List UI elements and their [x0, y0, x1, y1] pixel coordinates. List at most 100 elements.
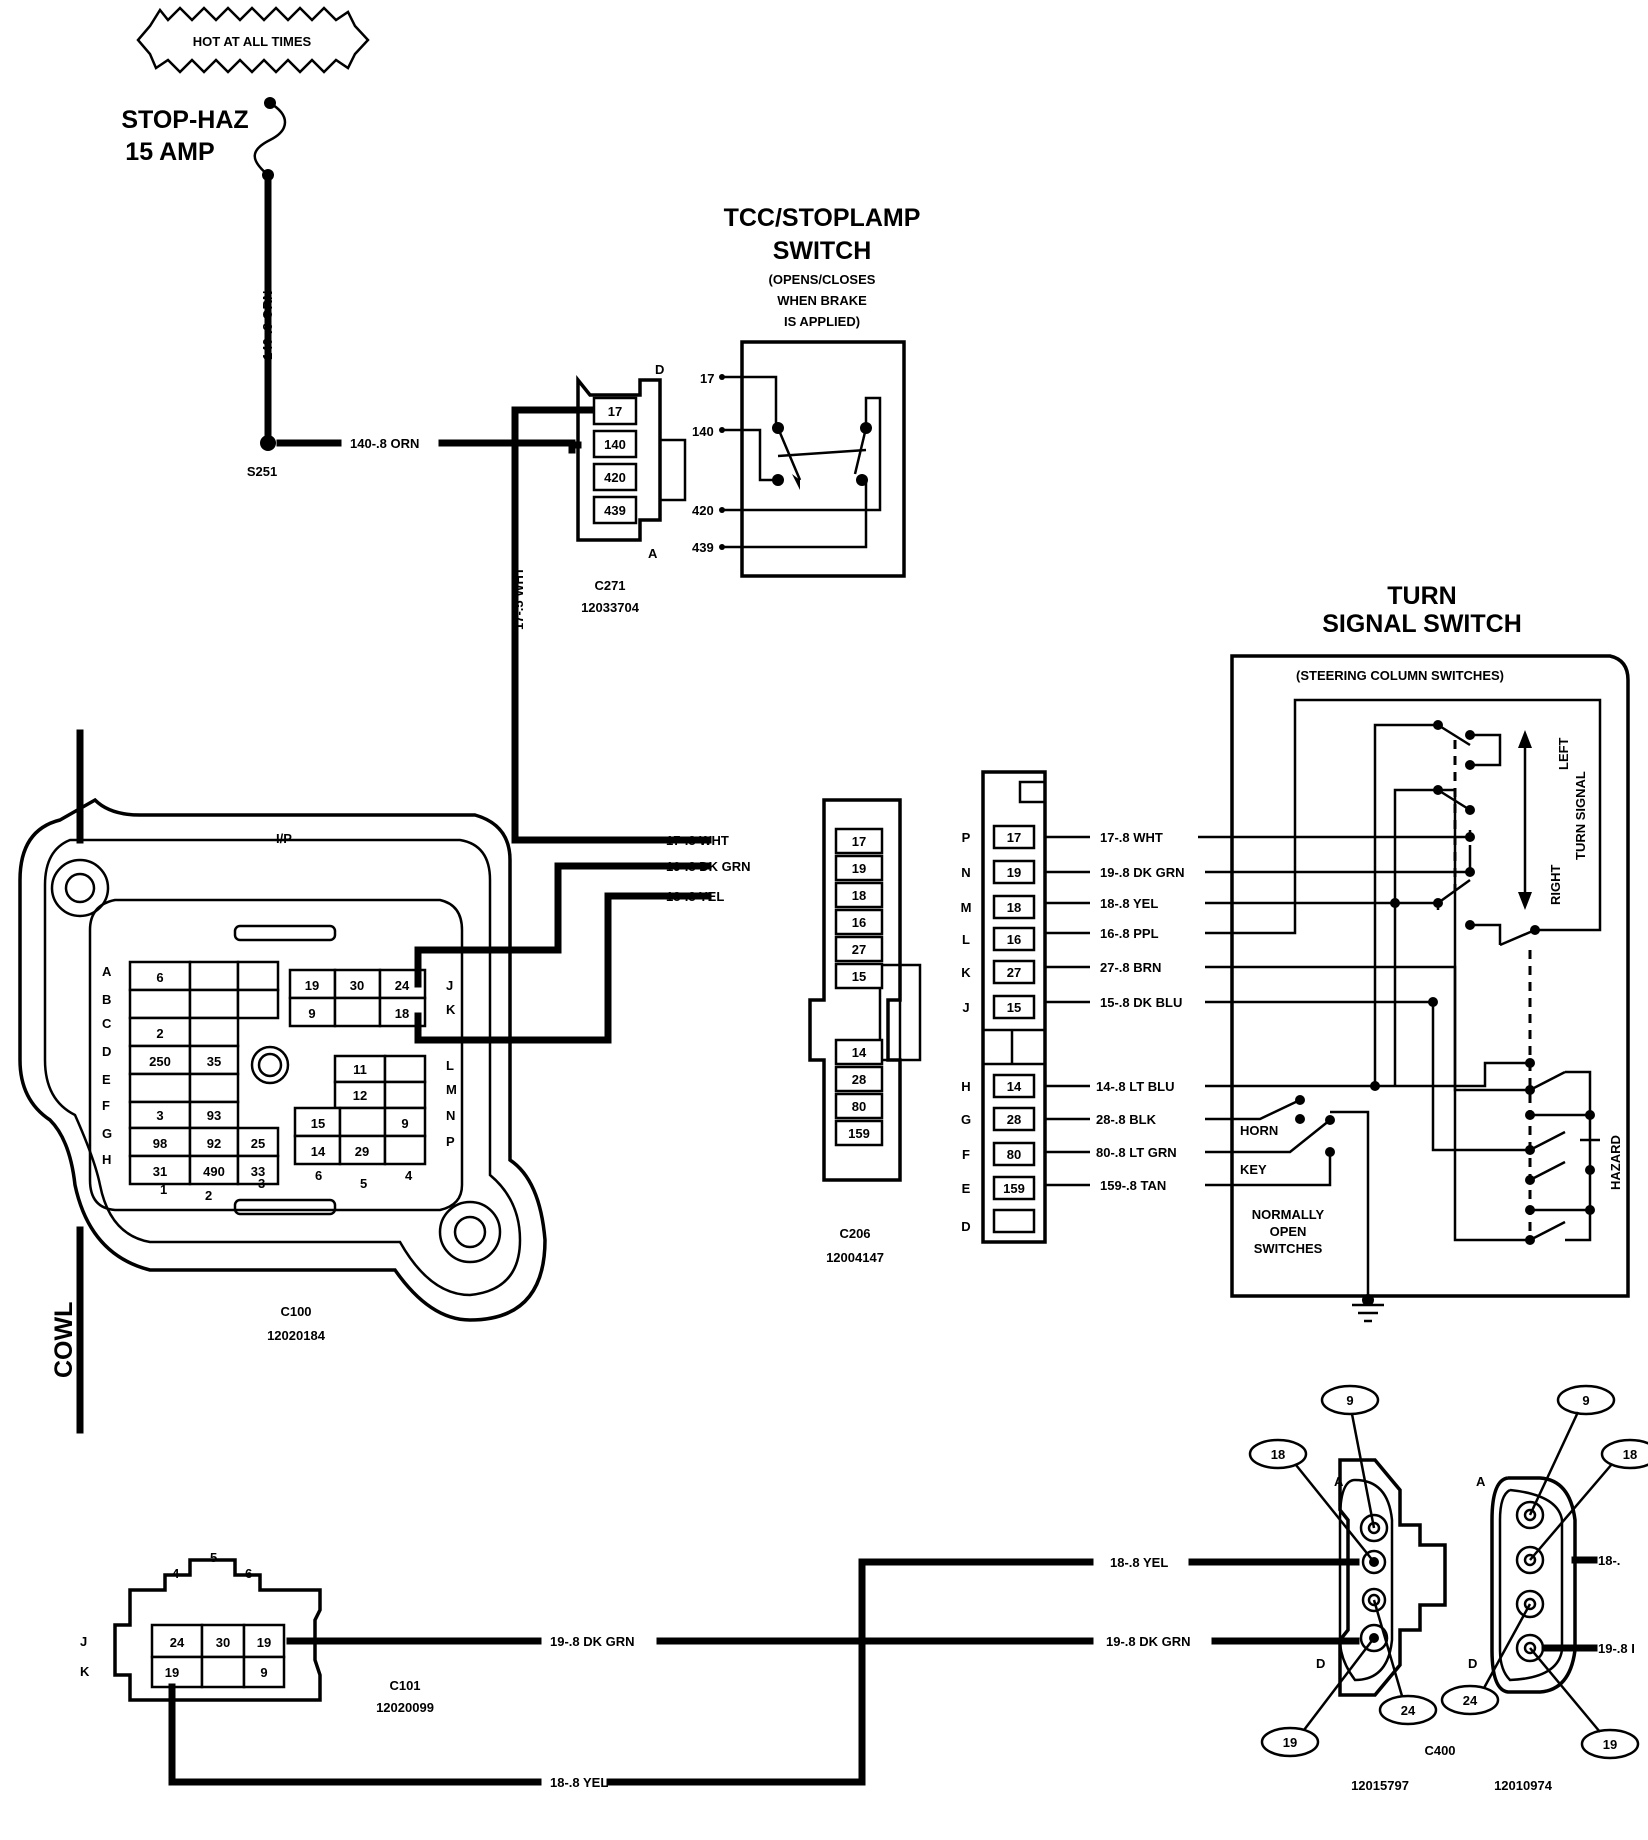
c101-id: C101	[389, 1678, 420, 1693]
tss-internal-wiring	[1198, 698, 1602, 1323]
c100-cell-label: 24	[395, 978, 410, 993]
c100-connector: 6 2 250 35 3 93 98 92 25 31 490 33 19 30…	[18, 797, 547, 1322]
tss-title-2: SIGNAL SWITCH	[1322, 610, 1522, 638]
c100-cell-label: 250	[149, 1054, 171, 1069]
c101-col-label: 6	[245, 1566, 252, 1581]
tss-pin-label: D	[961, 1219, 970, 1234]
tss-cavity-label: 16	[1007, 932, 1021, 947]
tss-cavity-label: 17	[1007, 830, 1021, 845]
c101-row-label: J	[80, 1634, 87, 1649]
c100-row-label: P	[446, 1134, 455, 1149]
c400b-callout-label: 18	[1623, 1447, 1637, 1462]
wire-label-c400b-19: 19-.8 I	[1598, 1641, 1635, 1656]
c206-cavity-label: 159	[848, 1126, 870, 1141]
splice-dot	[260, 435, 276, 451]
tss-wire-label: 28-.8 BLK	[1096, 1112, 1157, 1127]
tss-horn-label: HORN	[1240, 1123, 1278, 1138]
c271-cavity	[592, 396, 638, 426]
wire-c100-19	[414, 862, 664, 988]
c271-cavity	[592, 495, 638, 525]
c100-row-label: D	[102, 1044, 111, 1059]
c400b-callout-label: 9	[1582, 1393, 1589, 1408]
c101-cell-label: 9	[260, 1665, 267, 1680]
c271-cavity-label: 420	[604, 470, 626, 485]
c206-part: 12004147	[826, 1250, 884, 1265]
c100-cell-label: 31	[153, 1164, 167, 1179]
c400-pin-a: A	[1334, 1474, 1344, 1489]
c206-cavity-label: 18	[852, 888, 866, 903]
c101-row-label: K	[80, 1664, 90, 1679]
fuse-name: STOP-HAZ	[121, 106, 248, 134]
c206-cavity-label: 14	[852, 1045, 867, 1060]
c400-part-a: 12015797	[1351, 1778, 1409, 1793]
c100-row-label: A	[102, 964, 112, 979]
c400b-callout-label: 19	[1603, 1737, 1617, 1752]
tss-wire-labels: 17-.8 WHT 19-.8 DK GRN 18-.8 YEL 16-.8 P…	[1096, 830, 1185, 1193]
tss-pin-label: K	[961, 965, 971, 980]
tss-pin-label: E	[962, 1181, 971, 1196]
tss-pin-label: H	[961, 1079, 970, 1094]
c100-row-label: N	[446, 1108, 455, 1123]
c101-cell-label: 30	[216, 1635, 230, 1650]
c100-row-label: K	[446, 1002, 456, 1017]
wire-label-c400-18: 18-.8 YEL	[1110, 1555, 1168, 1570]
c400-callout-label: 19	[1283, 1735, 1297, 1750]
tss-wire-label: 14-.8 LT BLU	[1096, 1079, 1175, 1094]
tss-title-1: TURN	[1387, 582, 1456, 610]
tss-cavity-label: 80	[1007, 1147, 1021, 1162]
c100-col-label: 3	[258, 1176, 265, 1191]
wire-label-c101-19: 19-.8 DK GRN	[550, 1634, 635, 1649]
c100-cell-label: 92	[207, 1136, 221, 1151]
tss-cavity-label: 18	[1007, 900, 1021, 915]
tss-wire-label: 16-.8 PPL	[1100, 926, 1159, 941]
tss-box	[1230, 654, 1630, 1298]
c100-row-label: H	[102, 1152, 111, 1167]
tss-cavity-label: 14	[1007, 1079, 1022, 1094]
c100-cell-label: 30	[350, 978, 364, 993]
tss-hazard-label: HAZARD	[1608, 1135, 1623, 1190]
wire-c100-18	[414, 892, 664, 1044]
tss-subtitle: (STEERING COLUMN SWITCHES)	[1296, 668, 1504, 683]
c206-cavity-label: 19	[852, 861, 866, 876]
fuse-rating: 15 AMP	[125, 138, 214, 166]
tss-key-label: KEY	[1240, 1162, 1267, 1177]
tcc-note-1: (OPENS/CLOSES	[769, 272, 876, 287]
splice-label: S251	[247, 464, 277, 479]
tss-pin-label: M	[961, 900, 972, 915]
fuse-symbol	[253, 97, 287, 181]
wire-label-c206-18: 18-.8 YEL	[666, 889, 724, 904]
tss-wire-label: 80-.8 LT GRN	[1096, 1145, 1177, 1160]
c400-callout-label: 9	[1346, 1393, 1353, 1408]
c271-id: C271	[594, 578, 625, 593]
c100-col-label: 2	[205, 1188, 212, 1203]
c271-cavity-label: 140	[604, 437, 626, 452]
c100-row-label: L	[446, 1058, 454, 1073]
tss-turn-signal-label: TURN SIGNAL	[1573, 771, 1588, 860]
c100-col-label: 1	[160, 1182, 167, 1197]
tss-short-wires	[1045, 835, 1090, 1187]
c100-row-label: M	[446, 1082, 457, 1097]
tcc-note-2: WHEN BRAKE	[777, 293, 867, 308]
wire-splice-right	[438, 439, 576, 454]
c400-part-b: 12010974	[1494, 1778, 1553, 1793]
c100-id: C100	[280, 1304, 311, 1319]
wire-label-fuse-feed: 140-.8 ORN	[260, 291, 275, 360]
c100-part: 12020184	[267, 1328, 326, 1343]
c271-pin-a: A	[648, 546, 658, 561]
c400b-callout-label: 24	[1463, 1693, 1478, 1708]
tcc-switch-box: 17 140 420 439	[692, 340, 906, 578]
c206-cavity-label: 17	[852, 834, 866, 849]
tcc-title-1: TCC/STOPLAMP	[724, 204, 921, 232]
c271-cavity	[592, 429, 638, 459]
c100-cell-label: 19	[305, 978, 319, 993]
c271-connector: 17 140 420 439 D A C271 12033704	[576, 362, 687, 615]
c100-cell-label: 9	[401, 1116, 408, 1131]
c400b-pin-a: A	[1476, 1474, 1486, 1489]
tcc-terminal-label: 140	[692, 424, 714, 439]
c100-row-label: F	[102, 1098, 110, 1113]
tss-wire-label: 17-.8 WHT	[1100, 830, 1163, 845]
c206-id: C206	[839, 1226, 870, 1241]
tss-wire-label: 27-.8 BRN	[1100, 960, 1161, 975]
c400b-pin-d: D	[1468, 1656, 1477, 1671]
